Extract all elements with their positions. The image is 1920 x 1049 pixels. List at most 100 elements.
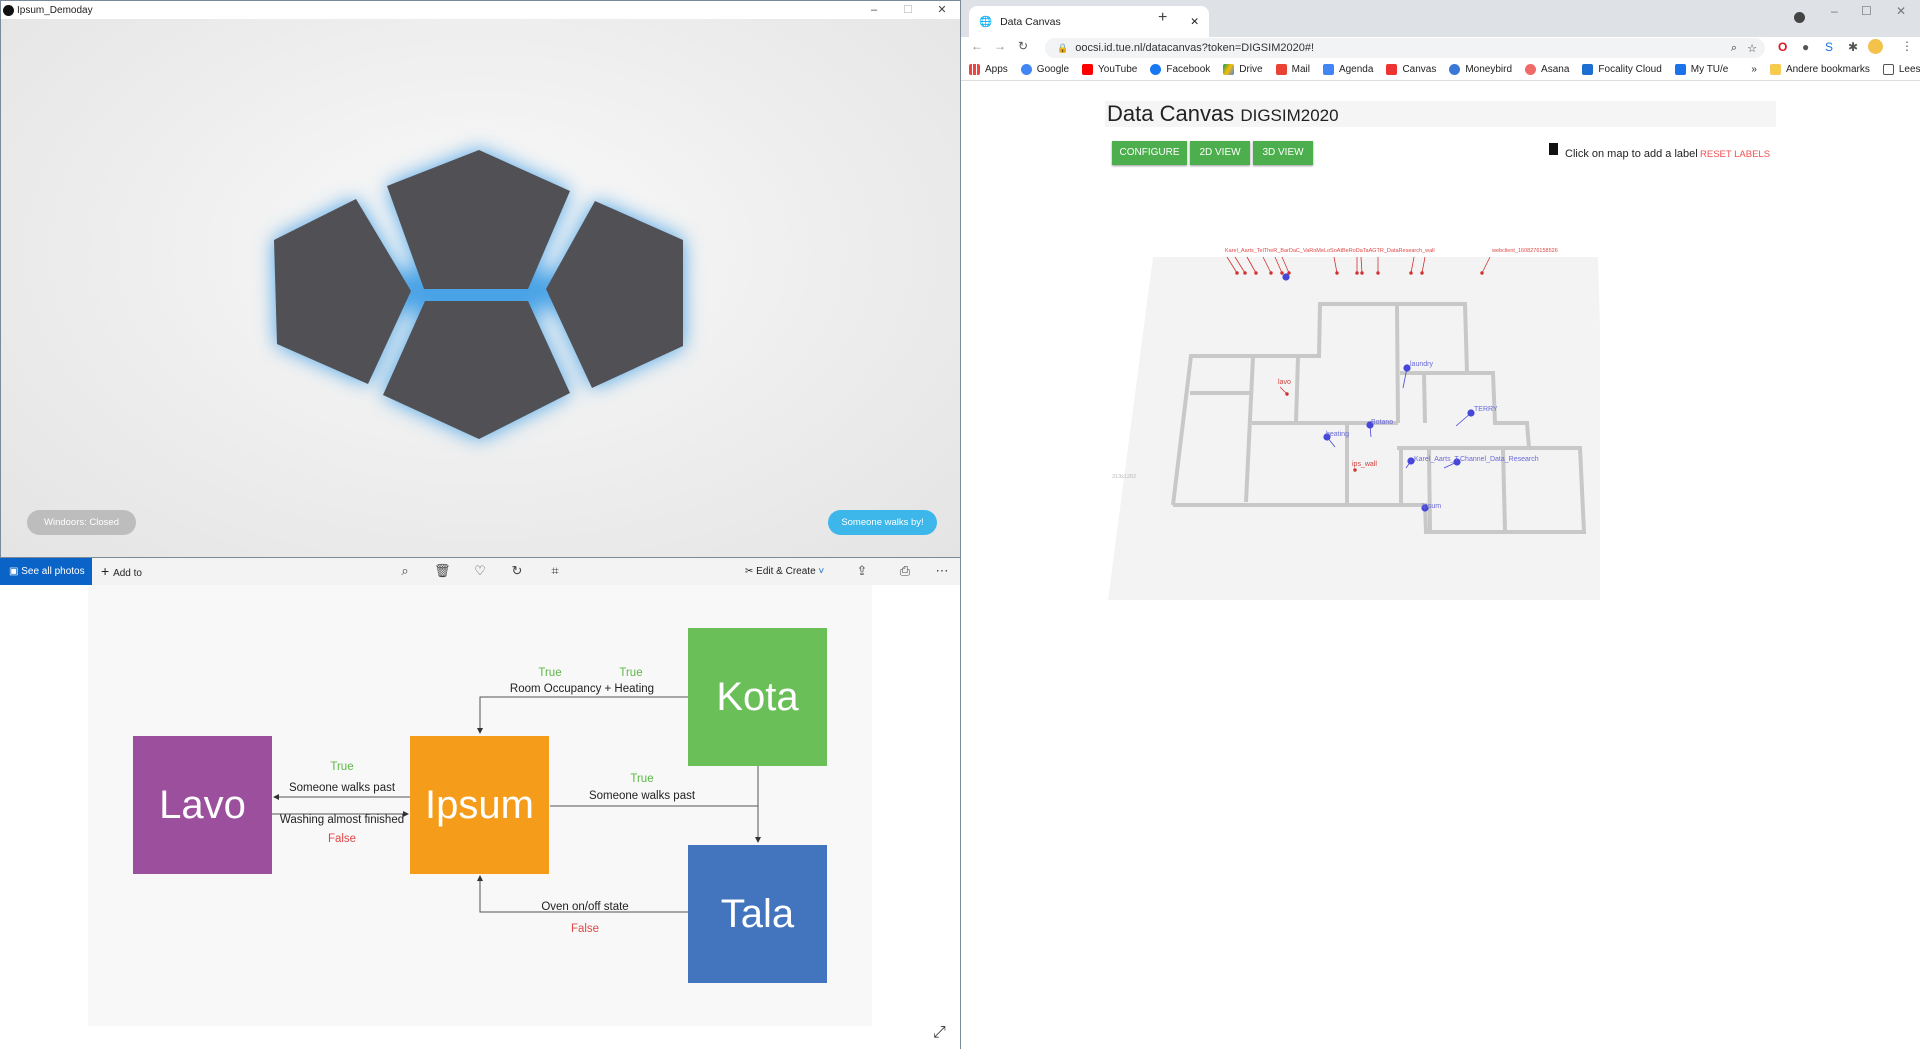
crop-icon[interactable]: ⌗ <box>551 563 559 578</box>
menu-icon[interactable]: ⋮ <box>1901 39 1913 53</box>
map-size-readout: 313x1282 <box>1112 474 1136 480</box>
edge-label: Someone walks past <box>588 790 696 802</box>
tab-data-canvas[interactable]: 🌐 Data Canvas ✕ <box>969 6 1209 37</box>
reload-icon[interactable]: ↻ <box>1018 39 1029 53</box>
window-title: Ipsum_Demoday <box>17 4 93 16</box>
edge-label-true: True <box>619 667 643 679</box>
bookmark-apps[interactable]: Apps <box>969 64 1008 75</box>
bookmark-facebook[interactable]: Facebook <box>1150 64 1210 75</box>
floor-map-3d[interactable]: Karel_Aarts_TelTheR_BarDaC_VaRoMeLoSoAtB… <box>1100 230 1600 600</box>
close-tab-icon[interactable]: ✕ <box>1190 15 1199 28</box>
edge-label: Room Occupancy + Heating <box>509 683 655 695</box>
rotate-icon[interactable]: ↻ <box>511 563 523 578</box>
new-tab-button[interactable]: + <box>1158 9 1168 26</box>
bookmark-moneybird[interactable]: Moneybird <box>1449 64 1512 75</box>
zoom-icon[interactable]: ⌕ <box>1730 41 1737 54</box>
page-subtitle: DIGSIM2020 <box>1240 106 1339 125</box>
url-input[interactable]: 🔒 oocsi.id.tue.nl/datacanvas?token=DIGSI… <box>1045 38 1765 58</box>
avatar[interactable] <box>1868 39 1883 54</box>
share-icon[interactable]: ⇪ <box>856 563 868 578</box>
maximize-button[interactable]: ☐ <box>903 4 913 16</box>
edge-label: Oven on/off state <box>541 901 629 913</box>
puzzle-icon[interactable]: ✱ <box>1848 40 1859 54</box>
3d-view-button[interactable]: 3D VIEW <box>1253 141 1313 165</box>
back-icon[interactable]: ← <box>971 39 983 53</box>
map-label-heating: heating <box>1326 431 1349 438</box>
blue-sensor-markers[interactable] <box>1282 273 1475 512</box>
map-label-webclient: webclient_1608276158526 <box>1491 248 1558 254</box>
bookmark-drive[interactable]: Drive <box>1223 64 1263 75</box>
bookmark-google[interactable]: Google <box>1020 64 1069 75</box>
extension-icon[interactable]: ● <box>1802 40 1810 54</box>
2d-view-button[interactable]: 2D VIEW <box>1190 141 1250 165</box>
trash-icon[interactable]: 🗑 <box>434 563 451 578</box>
bookmark-canvas[interactable]: Canvas <box>1386 64 1436 75</box>
reading-list[interactable]: Leeslijst <box>1882 64 1920 75</box>
close-button[interactable]: ✕ <box>1896 4 1907 18</box>
tile-right[interactable] <box>546 201 683 388</box>
heart-icon[interactable]: ♡ <box>474 563 486 578</box>
star-icon[interactable]: ☆ <box>1747 42 1757 55</box>
bookmark-focality-cloud[interactable]: Focality Cloud <box>1582 64 1662 75</box>
extension-s-icon[interactable]: S <box>1825 40 1834 54</box>
lock-icon: 🔒 <box>1057 42 1069 53</box>
edge-label-true: True <box>538 667 562 679</box>
more-icon[interactable]: ⋯ <box>935 563 949 578</box>
close-button[interactable]: ✕ <box>937 4 947 16</box>
add-to-button[interactable]: + Add to <box>101 563 142 579</box>
maximize-button[interactable]: ☐ <box>1861 4 1872 18</box>
bookmark-agenda[interactable]: Agenda <box>1322 64 1373 75</box>
system-diagram: Lavo Ipsum Kota Tala True True Room Occu… <box>88 585 872 1026</box>
minimize-button[interactable]: – <box>870 4 878 16</box>
expand-icon[interactable]: ⤢ <box>933 1024 946 1041</box>
tile-bottom[interactable] <box>383 301 570 439</box>
bookmark-my-tue[interactable]: My TU/e <box>1674 64 1728 75</box>
map-label-karel: Karel_Aarts_T <box>1414 456 1459 463</box>
windoors-status-button[interactable]: Windoors: Closed <box>27 510 136 535</box>
bookmark-label-icon <box>1549 143 1558 155</box>
map-label-cluster: Karel_Aarts_TelTheR_BarDaC_VaRoMeLoSoAtB… <box>1225 248 1435 254</box>
print-icon[interactable]: ⎙ <box>899 563 911 578</box>
opera-extension-icon[interactable]: O <box>1778 40 1788 54</box>
floor-walls <box>1171 302 1587 534</box>
minimize-button[interactable]: – <box>1831 4 1838 18</box>
scissors-icon: ✂ <box>745 566 757 577</box>
map-label-ipsum: Ipsum <box>1422 503 1441 510</box>
tab-bar: 🌐 Data Canvas ✕ + – ☐ ✕ <box>961 0 1920 37</box>
edit-create-button[interactable]: ✂ Edit & Create ˅ <box>745 566 825 577</box>
photos-icon: ▣ <box>9 566 22 577</box>
address-bar-row: ← → ↻ 🔒 oocsi.id.tue.nl/datacanvas?token… <box>961 37 1920 59</box>
map-label-terry: TERRY <box>1474 406 1498 413</box>
more-bookmarks-button[interactable]: » <box>1751 64 1757 75</box>
node-kota: Kota <box>688 628 827 766</box>
map-label-botano: Botano <box>1371 419 1393 426</box>
bookmark-asana[interactable]: Asana <box>1525 64 1569 75</box>
page-title: Data Canvas DIGSIM2020 <box>1105 101 1776 127</box>
add-label-hint: Click on map to add a label <box>1565 148 1698 160</box>
photos-viewer: ▣ See all photos + Add to ⌕ 🗑 ♡ ↻ ⌗ ✂ Ed… <box>0 558 961 1049</box>
profile-menu-icon[interactable] <box>1794 12 1805 23</box>
zoom-icon[interactable]: ⌕ <box>401 563 409 578</box>
see-all-photos-button[interactable]: ▣ See all photos <box>0 558 92 585</box>
edge-label: Washing almost finished <box>279 814 405 826</box>
configure-button[interactable]: CONFIGURE <box>1112 141 1187 165</box>
bookmark-other[interactable]: Andere bookmarks <box>1769 64 1870 75</box>
photos-toolbar: ▣ See all photos + Add to ⌕ 🗑 ♡ ↻ ⌗ ✂ Ed… <box>0 558 960 585</box>
map-plane[interactable] <box>1108 257 1600 600</box>
chrome-browser: 🌐 Data Canvas ✕ + – ☐ ✕ ← → ↻ 🔒 oocsi.id… <box>961 0 1920 1049</box>
hexagon-tiles-visual <box>274 150 683 439</box>
arrow-tala-ipsum <box>477 875 688 913</box>
arrow-kota-ipsum <box>477 696 688 734</box>
map-label-channel: Channel_Data_Research <box>1460 456 1539 463</box>
node-tala: Tala <box>688 845 827 983</box>
diagram-arrows <box>272 696 761 913</box>
forward-icon[interactable]: → <box>994 39 1006 53</box>
tile-left[interactable] <box>274 199 411 384</box>
bookmark-mail[interactable]: Mail <box>1275 64 1310 75</box>
bookmark-youtube[interactable]: YouTube <box>1082 64 1137 75</box>
reset-labels-link[interactable]: RESET LABELS <box>1700 149 1771 160</box>
tile-top[interactable] <box>387 150 570 289</box>
edge-label-true: True <box>330 761 354 773</box>
window-titlebar: Ipsum_Demoday – ☐ ✕ <box>1 1 960 19</box>
someone-walks-by-button[interactable]: Someone walks by! <box>828 510 937 535</box>
